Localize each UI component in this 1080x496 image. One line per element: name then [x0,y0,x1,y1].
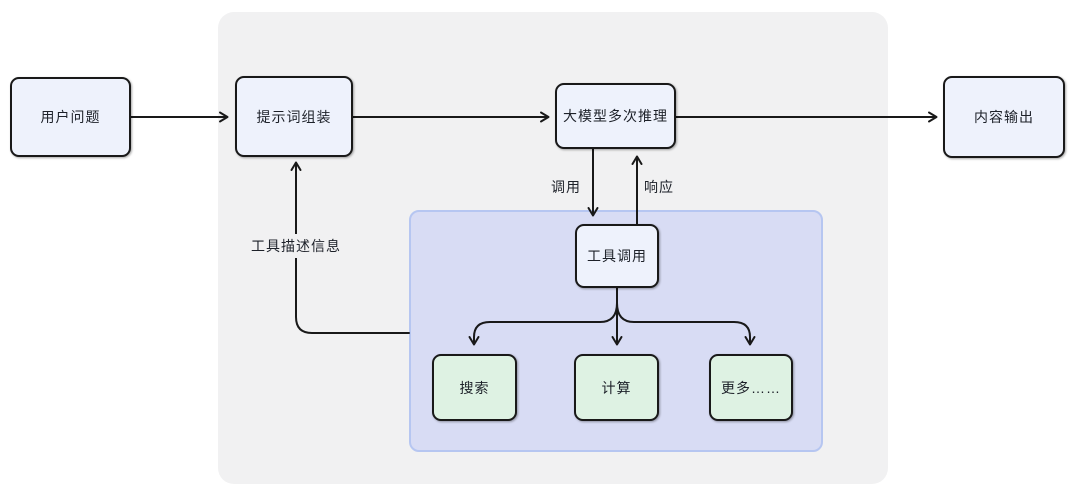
edge-label-response: 响应 [644,179,674,195]
node-more-tools: 更多…… [709,354,793,421]
node-content-output: 内容输出 [943,76,1065,158]
edge-label-tool-description: 工具描述信息 [246,234,346,258]
node-tool-call: 工具调用 [575,224,659,288]
node-calculate-tool-label: 计算 [601,379,632,396]
node-user-question-label: 用户问题 [40,109,101,125]
node-llm-inference-label: 大模型多次推理 [563,108,668,124]
edge-toolcall-to-more [616,302,756,346]
node-search-tool: 搜索 [432,354,517,421]
edge-toolcall-to-search [468,302,618,346]
node-user-question: 用户问题 [10,77,131,157]
edge-tools-description-to-prompt [290,161,410,334]
node-calculate-tool: 计算 [574,354,659,421]
node-tool-call-label: 工具调用 [587,248,647,264]
node-search-tool-label: 搜索 [459,379,490,396]
edge-label-call: 调用 [551,179,581,195]
node-more-tools-label: 更多…… [721,379,781,396]
node-prompt-assembly-label: 提示词组装 [256,108,332,125]
node-content-output-label: 内容输出 [974,109,1034,125]
node-llm-inference: 大模型多次推理 [555,83,676,149]
node-prompt-assembly: 提示词组装 [235,76,353,157]
